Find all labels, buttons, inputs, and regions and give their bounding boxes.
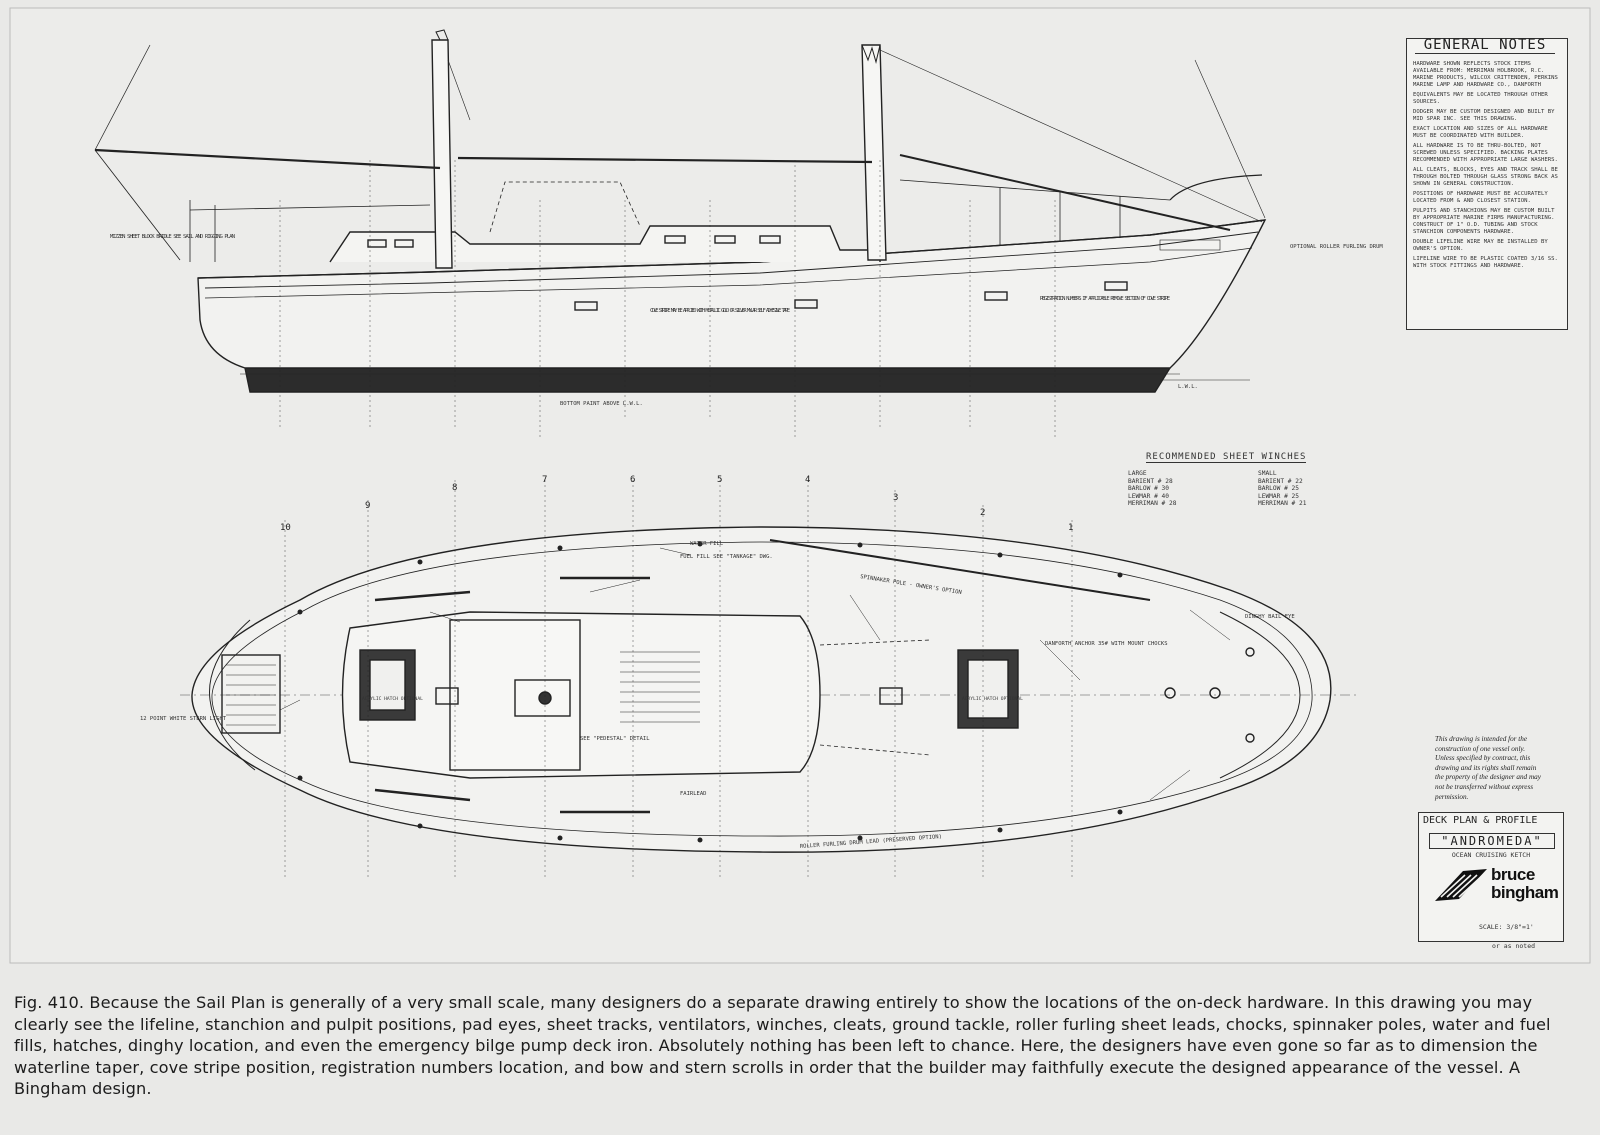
station-label: 5 — [717, 475, 722, 485]
registration-note: REGISTRATION NUMBERS IF APPLICABLE REMOV… — [1040, 296, 1170, 302]
station-label: 4 — [805, 475, 810, 485]
winch-item: BARIENT # 28 — [1128, 477, 1173, 485]
large-label: LARGE — [1128, 470, 1147, 477]
profile-hull — [197, 219, 1267, 369]
vessel-name: "ANDROMEDA" — [1429, 833, 1555, 849]
legal-note: This drawing is intended for the constru… — [1435, 735, 1541, 801]
winch-item: LEWMAR # 40 — [1128, 492, 1169, 500]
winches-title: RECOMMENDED SHEET WINCHES — [1146, 452, 1307, 463]
brand-name-line2: bingham — [1491, 883, 1559, 902]
stern-light-note: 12 POINT WHITE STERN LIGHT — [140, 716, 227, 722]
dinghy-note: DINGHY BAIL EYE — [1245, 614, 1295, 620]
as-noted-label: or as noted — [1492, 942, 1536, 950]
vessel-type: OCEAN CRUISING KETCH — [1451, 851, 1531, 859]
station-label: 1 — [1068, 523, 1073, 533]
fairlead-note: FAIRLEAD — [680, 791, 707, 797]
acrylic-hatch-fwd-label: ACRYLIC HATCH OPTIONAL — [962, 696, 1023, 702]
deck-plan-and-profile-drawing: 10 9 8 7 6 5 4 3 2 1 MIZZEN SHEET BLOCK … — [9, 7, 1591, 964]
winch-item: LEWMAR # 25 — [1258, 492, 1299, 500]
fuel-fill-note: FUEL FILL SEE "TANKAGE" DWG. — [680, 554, 773, 560]
small-label: SMALL — [1258, 470, 1277, 477]
water-fill-note: WATER FILL — [690, 541, 724, 547]
station-label: 3 — [893, 493, 898, 503]
brand-name-line1: bruce — [1491, 865, 1535, 884]
winch-item: MERRIMAN # 21 — [1258, 500, 1307, 508]
title-block-heading: DECK PLAN & PROFILE — [1423, 815, 1538, 826]
station-label: 10 — [280, 523, 291, 533]
note-item: Positions of hardware must be accurately… — [1413, 191, 1548, 204]
acrylic-hatch-aft-label: ACRYLIC HATCH OPTIONAL — [362, 696, 423, 702]
winch-item: BARIENT # 22 — [1258, 477, 1303, 485]
note-item: Double lifeline wire may be installed by… — [1413, 239, 1548, 252]
danforth-note: DANFORTH ANCHOR 35# WITH MOUNT CHOCKS — [1045, 641, 1168, 647]
cove-stripe-note: COVE STRIPE MAY BE APPLIED WITH METALLIC… — [650, 308, 790, 314]
note-item: All hardware is to be thru-bolted, not s… — [1413, 143, 1558, 163]
winch-item: MERRIMAN # 28 — [1128, 500, 1177, 508]
pedestal-note: SEE "PEDESTAL" DETAIL — [580, 736, 650, 742]
station-label: 9 — [365, 501, 370, 511]
general-notes-box: GENERAL NOTES Hardware shown reflects st… — [1406, 37, 1568, 330]
bottom-paint-note: BOTTOM PAINT ABOVE L.W.L. — [560, 401, 643, 407]
station-numbers: 10 9 8 7 6 5 4 3 2 1 — [280, 475, 1073, 533]
note-item: Pulpits and stanchions may be custom bui… — [1413, 208, 1555, 235]
large-winches: LARGE BARIENT # 28 BARLOW # 30 LEWMAR # … — [1128, 470, 1176, 508]
note-item: Lifeline wire to be plastic coated 3/16 … — [1413, 256, 1558, 269]
profile-view — [94, 29, 1267, 440]
general-notes-title: GENERAL NOTES — [1415, 37, 1555, 54]
deck-plan-view — [180, 480, 1360, 880]
mizzen-sheet-note: MIZZEN SHEET BLOCK BRIDLE SEE SAIL AND R… — [110, 234, 235, 240]
designer-logo-icon — [1435, 869, 1487, 901]
station-label: 7 — [542, 475, 547, 485]
figure-caption: Fig. 410. Because the Sail Plan is gener… — [14, 993, 1551, 1099]
note-item: All cleats, blocks, eyes and track shall… — [1413, 167, 1558, 187]
winch-item: BARLOW # 25 — [1258, 485, 1299, 493]
small-winches: SMALL BARIENT # 22 BARLOW # 25 LEWMAR # … — [1258, 470, 1306, 508]
station-label: 6 — [630, 475, 635, 485]
note-item: Hardware shown reflects stock items avai… — [1413, 61, 1558, 88]
general-notes-list: Hardware shown reflects stock items avai… — [1413, 61, 1563, 273]
lwl-label: L.W.L. — [1178, 384, 1198, 390]
note-item: Exact location and sizes of all hardware… — [1413, 126, 1548, 139]
station-label: 2 — [980, 508, 985, 518]
title-block: DECK PLAN & PROFILE "ANDROMEDA" OCEAN CR… — [1418, 812, 1564, 942]
note-item: Dodger may be custom designed and built … — [1413, 109, 1555, 122]
note-item: Equivalents may be located through other… — [1413, 92, 1548, 105]
winch-item: BARLOW # 30 — [1128, 485, 1169, 493]
station-label: 8 — [452, 483, 457, 493]
scale-label: SCALE: 3/8"=1' — [1479, 923, 1534, 931]
roller-furling-note: OPTIONAL ROLLER FURLING DRUM — [1290, 244, 1383, 250]
